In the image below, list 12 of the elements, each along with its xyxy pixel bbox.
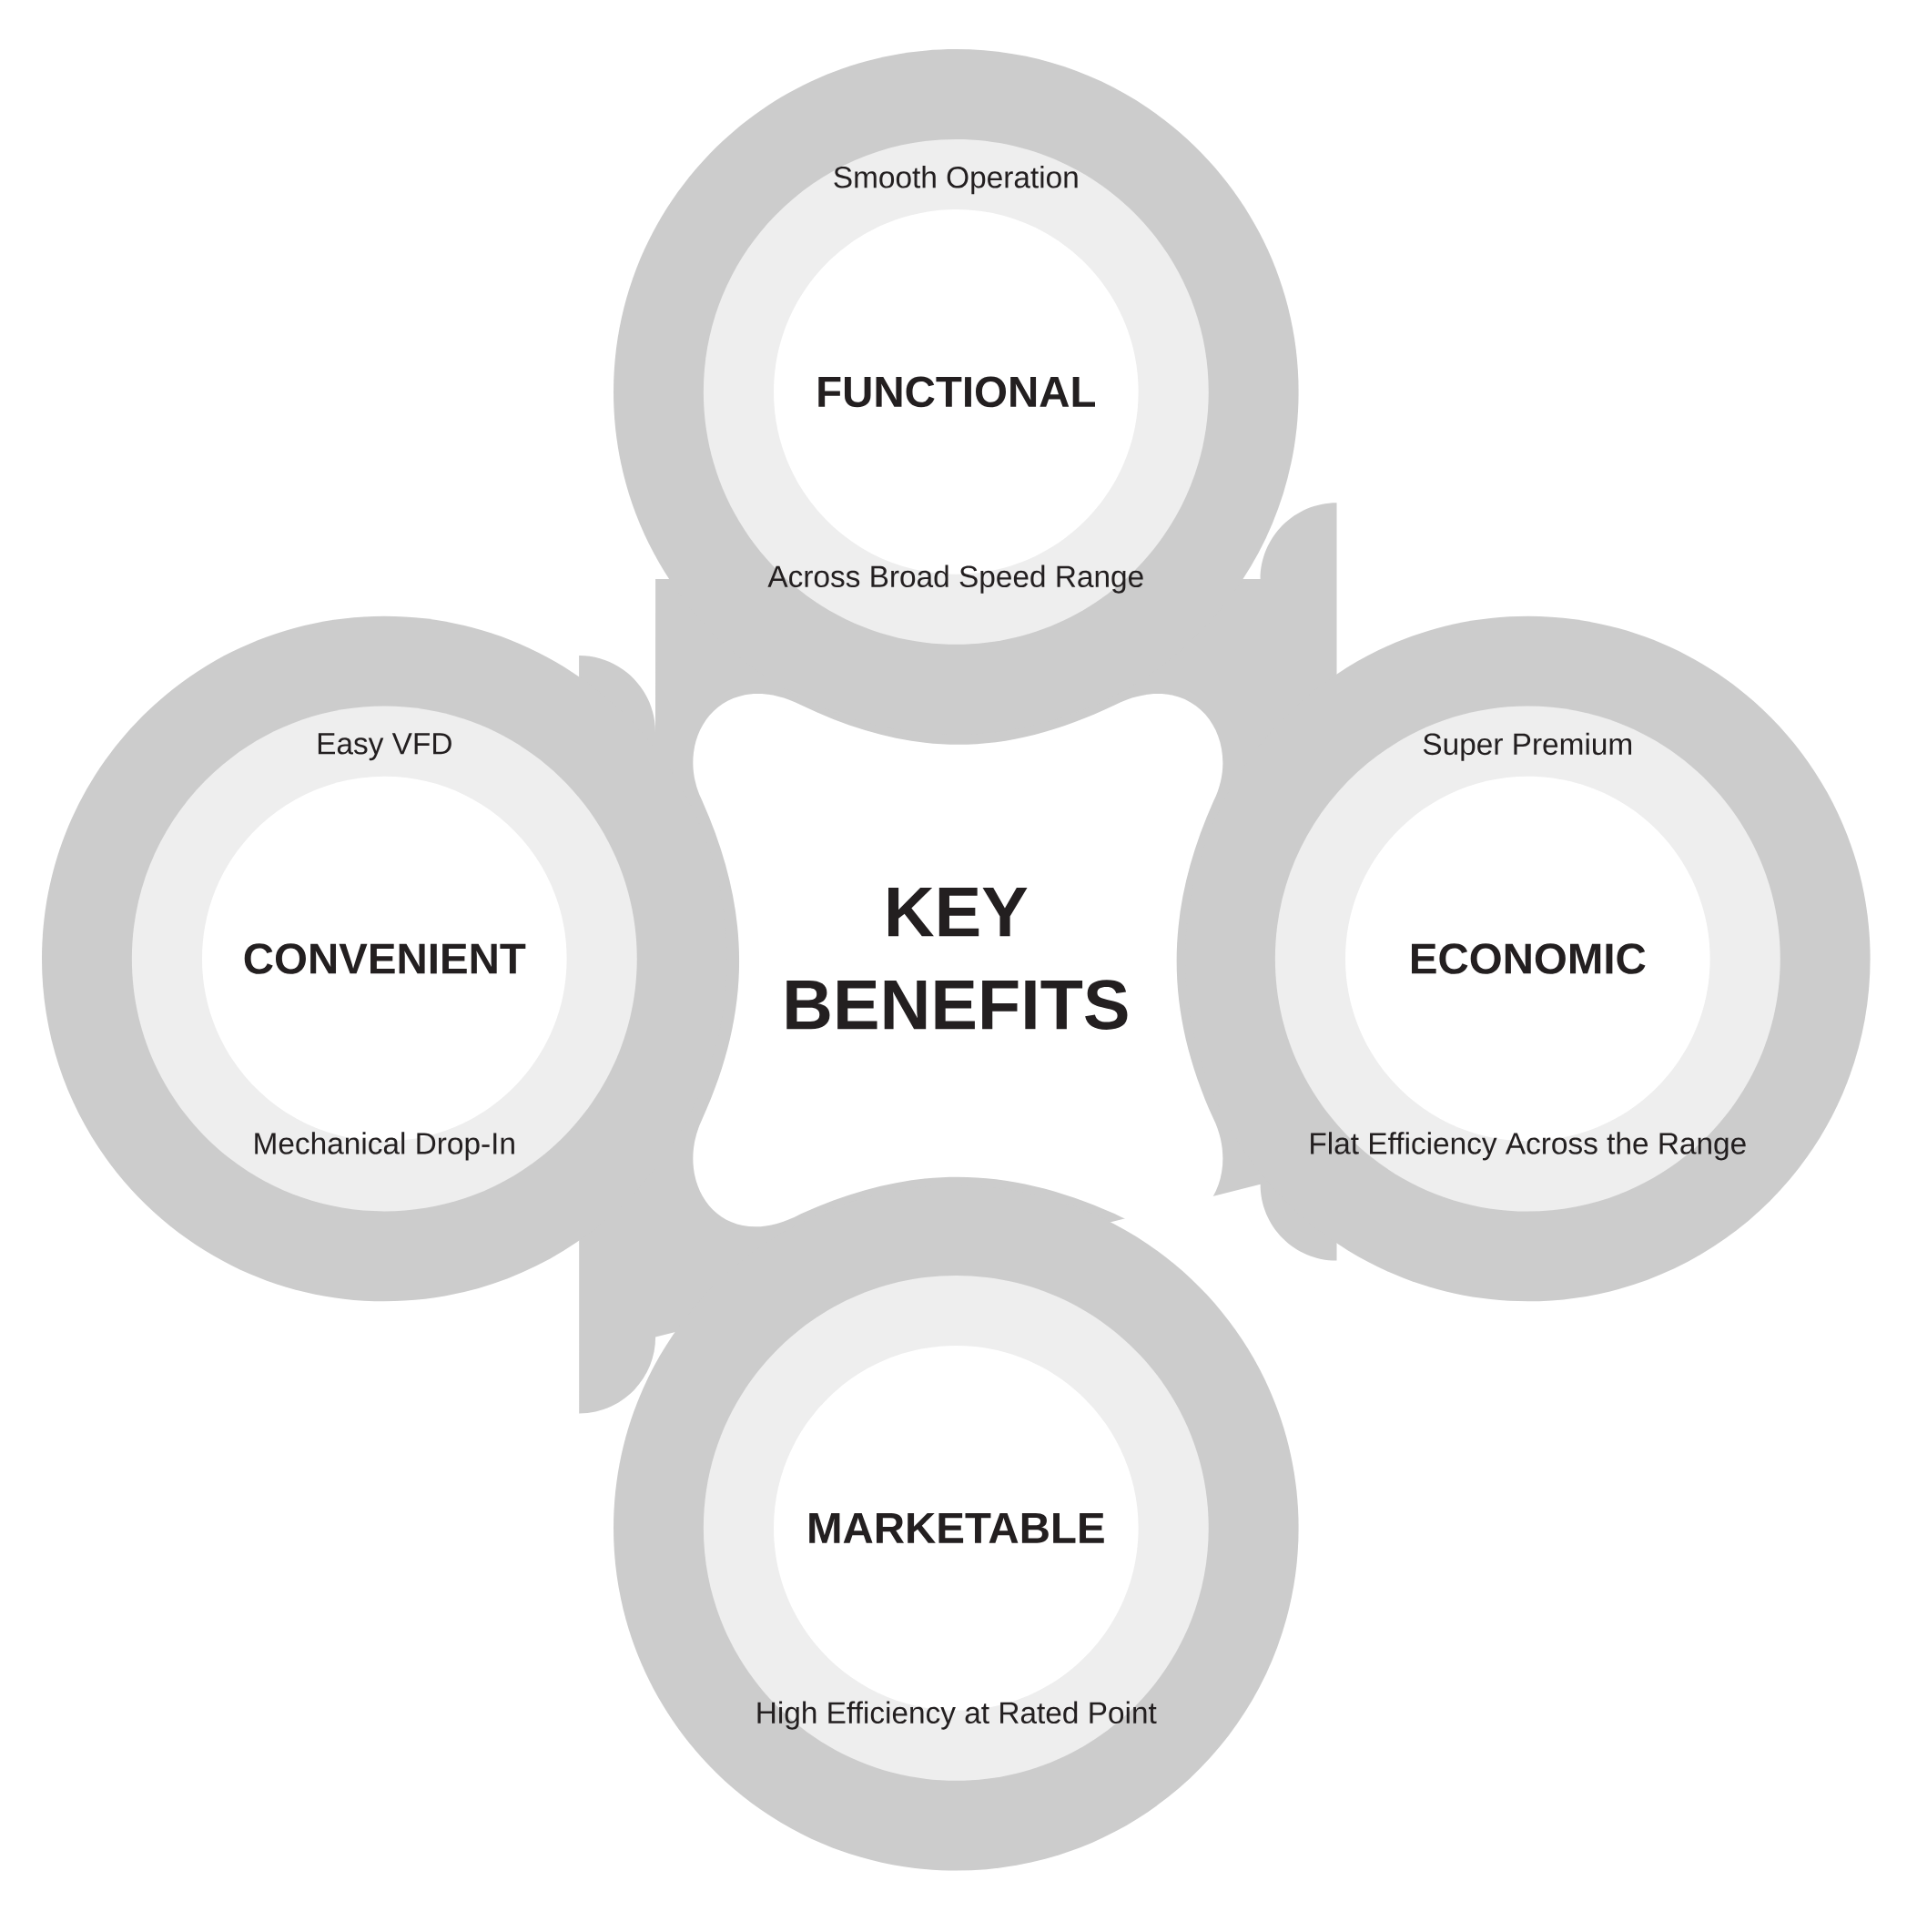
center-title: KEY BENEFITS xyxy=(693,694,1223,1226)
ring-heading: ECONOMIC xyxy=(1412,943,1646,974)
ring-heading: CONVENIENT xyxy=(244,943,526,974)
ring-heading: MARKETABLE xyxy=(809,1513,1104,1543)
ring-caption: Mechanical Drop-In xyxy=(255,1132,514,1161)
ring-caption: Smooth Operation xyxy=(834,166,1078,195)
ring-caption: Easy VFD xyxy=(318,733,451,761)
ring-caption: High Efficiency at Rated Point xyxy=(757,1701,1157,1730)
ring-caption: Flat Efficiency Across the Range xyxy=(1311,1132,1746,1161)
ring-heading: FUNCTIONAL xyxy=(818,376,1095,408)
ring-caption: Across Broad Speed Range xyxy=(767,564,1143,594)
ring-caption: Super Premium xyxy=(1423,732,1632,761)
